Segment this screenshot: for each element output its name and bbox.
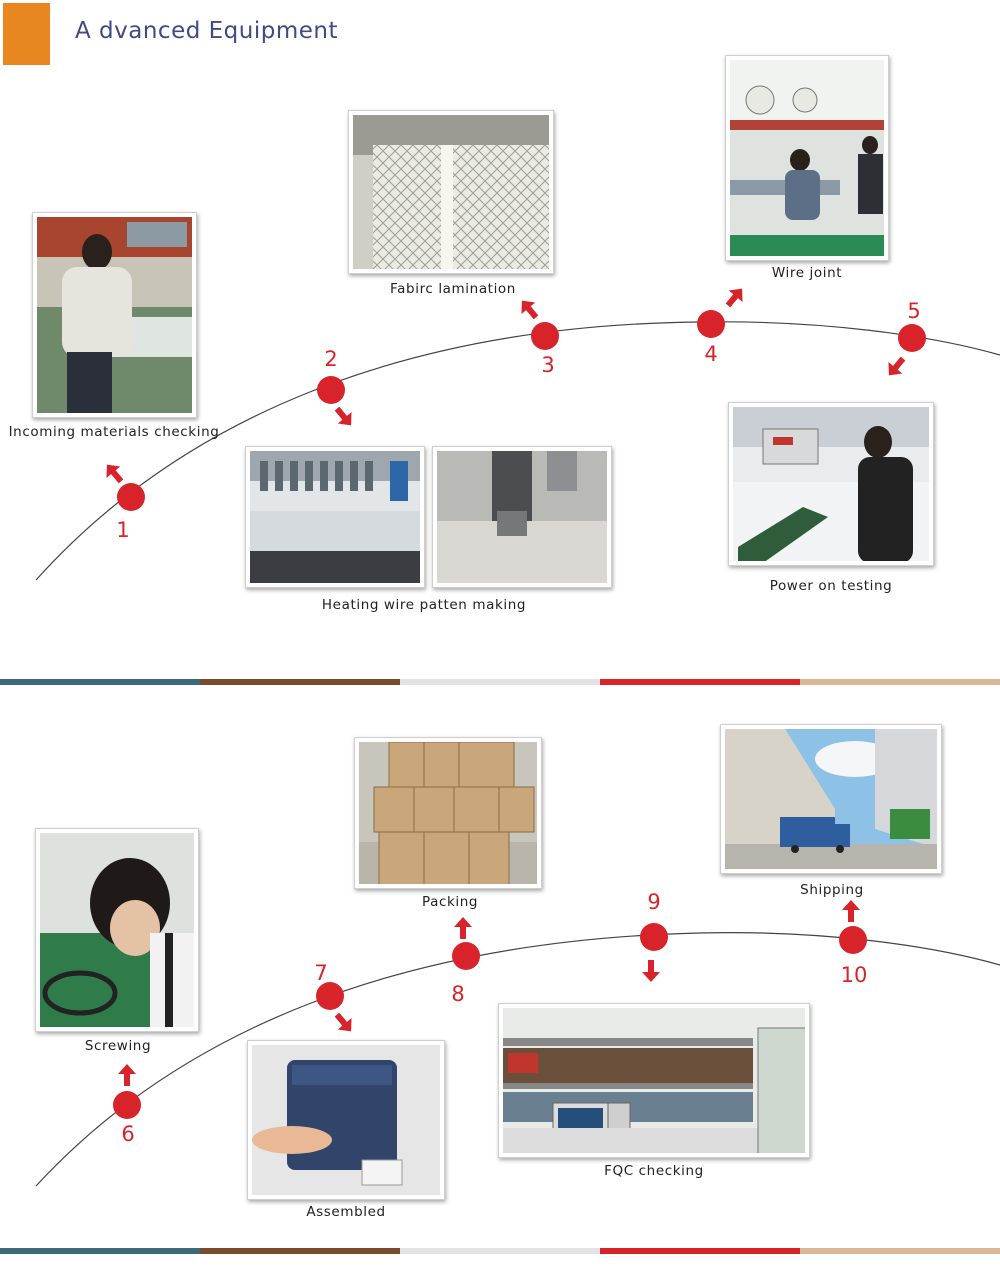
caption-step-3: Fabirc lamination: [390, 281, 516, 297]
arrow-down-right-icon: [334, 1012, 352, 1032]
arrow-down-left-icon: [888, 356, 906, 376]
step-number-9: 9: [647, 890, 661, 914]
step-number-6: 6: [121, 1122, 135, 1146]
arrow-down-right-icon: [334, 406, 352, 426]
divider-stripes: [0, 679, 1000, 685]
caption-step-9: FQC checking: [604, 1163, 704, 1179]
step-number-5: 5: [907, 299, 921, 323]
arrow-up-left-icon: [521, 300, 539, 320]
step-dot-2: [317, 376, 345, 404]
caption-step-4: Wire joint: [771, 265, 843, 281]
step-number-8: 8: [451, 982, 465, 1006]
step-dot-9: [640, 923, 668, 951]
caption-step-7: Assembled: [306, 1204, 386, 1220]
photo-packing: [354, 737, 542, 889]
page-title: A dvanced Equipment: [75, 18, 338, 44]
photo-power-on-testing: [728, 402, 934, 566]
photo-fqc-checking: [498, 1003, 810, 1158]
arrow-up-right-icon: [725, 288, 743, 308]
photo-wire-joint: [725, 55, 889, 261]
caption-step-5: Power on testing: [769, 578, 893, 594]
caption-step-2: Heating wire patten making: [321, 597, 527, 613]
caption-step-10: Shipping: [800, 882, 864, 898]
arrow-up-icon: [118, 1064, 136, 1086]
photo-needle-head: [432, 446, 612, 588]
step-number-10: 10: [840, 963, 868, 987]
photo-incoming-materials: [32, 212, 197, 418]
step-number-3: 3: [541, 353, 555, 377]
arrow-up-icon: [454, 917, 472, 939]
step-number-1: 1: [116, 518, 130, 542]
caption-step-6: Screwing: [84, 1038, 152, 1054]
header-accent-square: [3, 3, 50, 65]
step-number-7: 7: [314, 961, 328, 985]
step-dot-7: [316, 982, 344, 1010]
step-number-2: 2: [324, 347, 338, 371]
arrow-up-icon: [842, 900, 860, 922]
photo-wire-pattern-machines: [245, 446, 425, 588]
step-dot-3: [531, 322, 559, 350]
photo-shipping: [720, 724, 942, 874]
step-dot-1: [117, 483, 145, 511]
step-dot-4: [697, 310, 725, 338]
divider-stripes-bottom: [0, 1248, 1000, 1254]
step-dot-5: [898, 324, 926, 352]
caption-step-1: Incoming materials checking: [8, 424, 220, 440]
step-dot-6: [113, 1091, 141, 1119]
step-dot-10: [839, 926, 867, 954]
photo-fabric-lamination: [348, 110, 554, 274]
step-dot-8: [452, 942, 480, 970]
step-number-4: 4: [704, 342, 718, 366]
photo-assembled: [247, 1040, 445, 1200]
photo-screwing: [35, 828, 199, 1032]
caption-step-8: Packing: [421, 894, 479, 910]
arrow-up-left-icon: [106, 464, 124, 484]
arrow-down-icon: [642, 960, 660, 982]
